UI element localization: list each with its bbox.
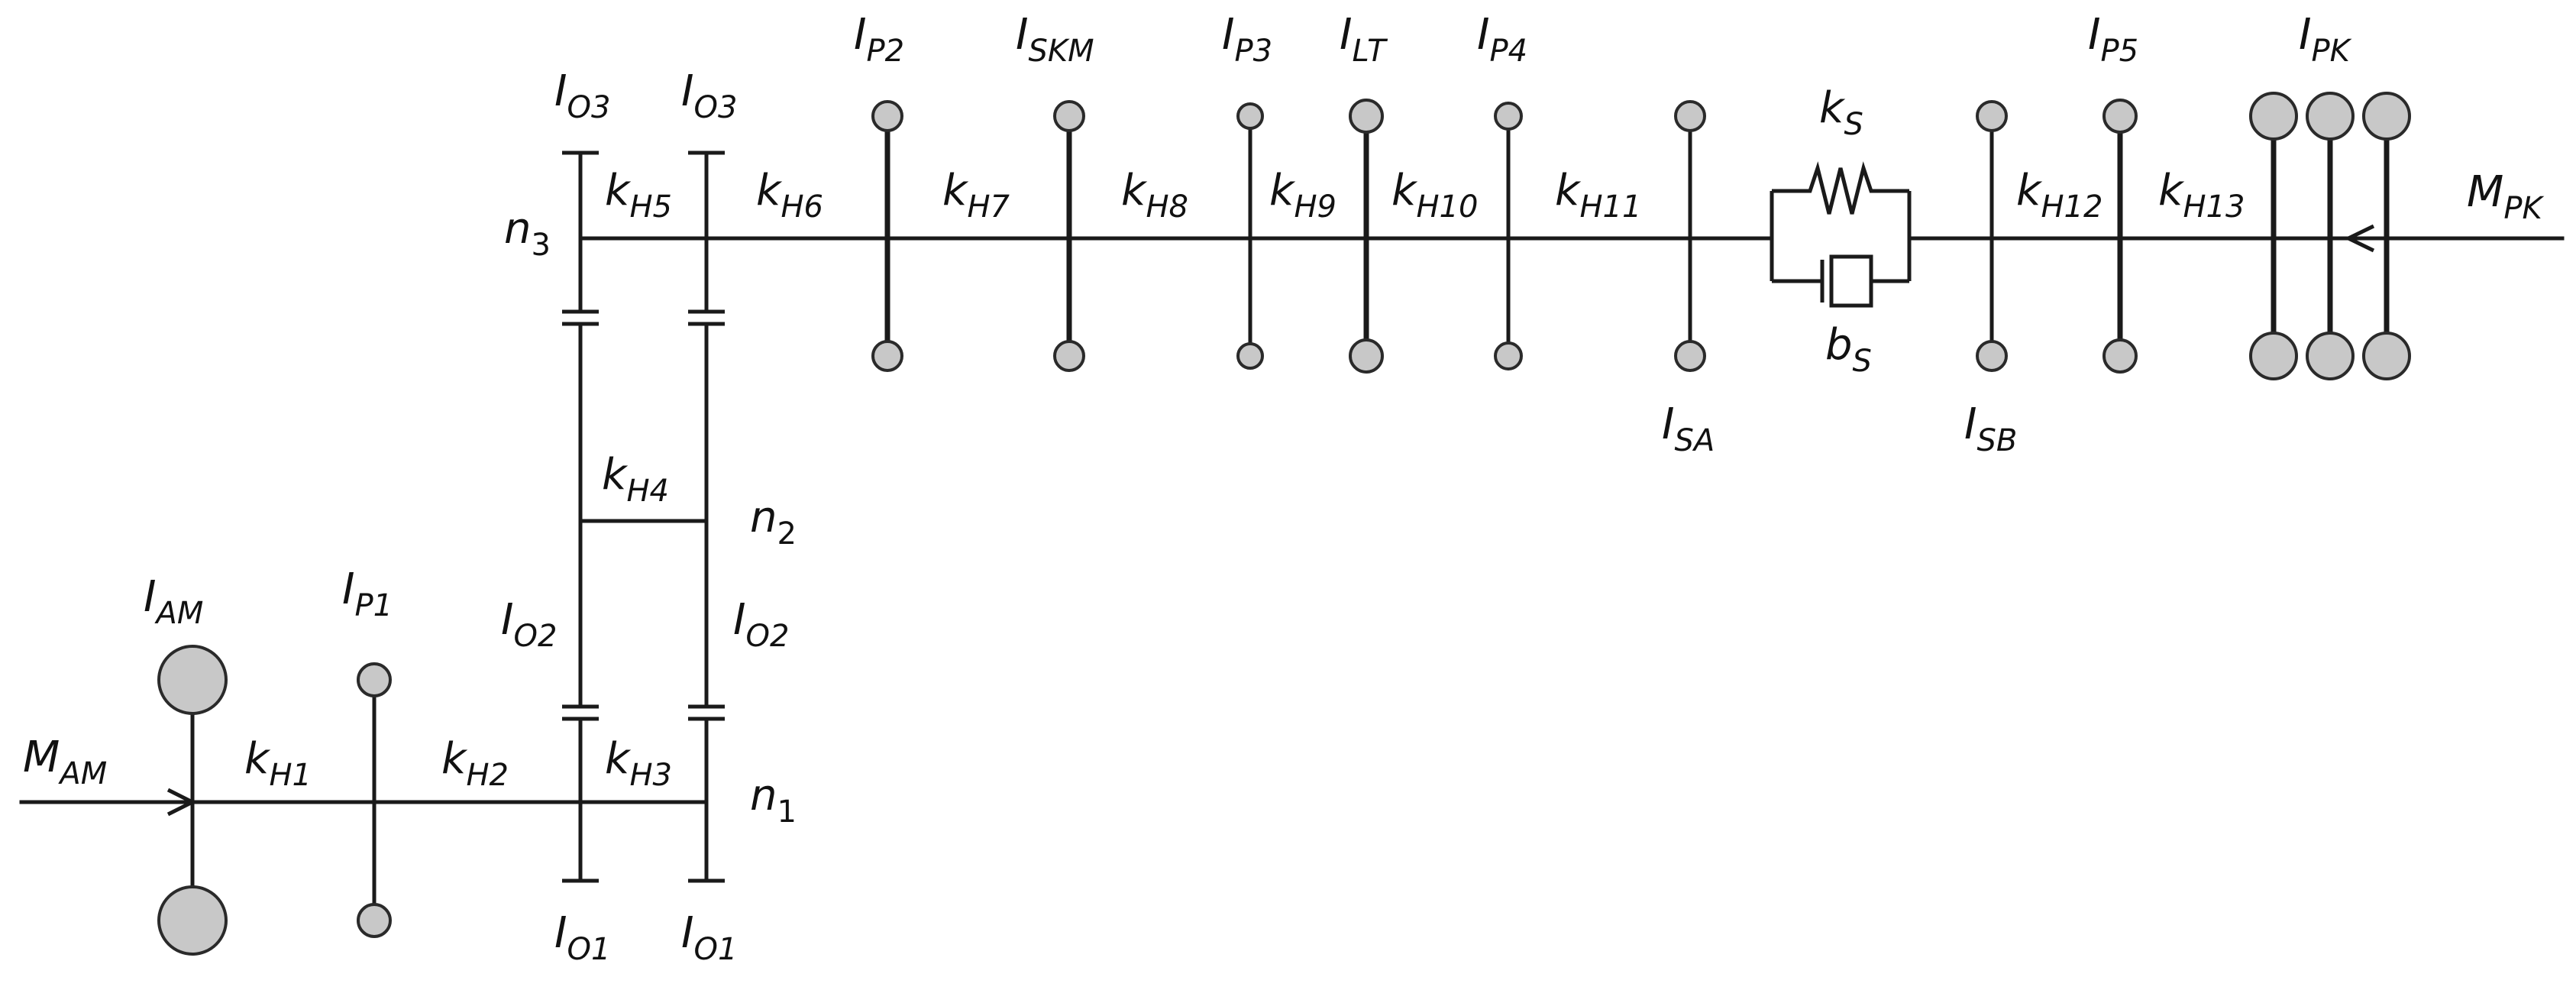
label-k-h13: kH13 bbox=[2158, 166, 2245, 225]
disc-icon bbox=[1674, 100, 1706, 132]
gear-stack-right bbox=[688, 150, 725, 883]
label-i-o3-right: IO3 bbox=[681, 66, 737, 125]
disc-icon bbox=[2362, 332, 2411, 380]
inertia-pk bbox=[2249, 92, 2411, 380]
disc-icon bbox=[2249, 92, 2298, 141]
disc-icon bbox=[157, 645, 228, 715]
disc-icon bbox=[2362, 92, 2411, 141]
disc-icon bbox=[1976, 100, 2008, 132]
shafts bbox=[19, 236, 2565, 804]
disc-icon bbox=[1236, 342, 1264, 370]
label-n3: n3 bbox=[504, 204, 551, 263]
load-torque-arrow bbox=[2344, 224, 2375, 253]
disc-icon bbox=[157, 885, 228, 956]
label-k-h6: kH6 bbox=[756, 166, 823, 225]
disc-icon bbox=[357, 903, 392, 938]
label-i-sa: ISA bbox=[1662, 400, 1715, 458]
disc-icon bbox=[2102, 99, 2138, 134]
inertia-motor bbox=[157, 645, 228, 956]
label-b-s: bS bbox=[1825, 320, 1872, 379]
label-k-h9: kH9 bbox=[1269, 166, 1336, 225]
label-k-h3: kH3 bbox=[605, 734, 672, 793]
spring-damper bbox=[1770, 161, 1912, 308]
label-i-am: IAM bbox=[144, 572, 203, 631]
label-m-pk: MPK bbox=[2467, 167, 2544, 226]
disc-icon bbox=[1349, 99, 1384, 134]
disc-icon bbox=[871, 340, 903, 372]
disc-icon bbox=[1494, 341, 1523, 370]
disc-icon bbox=[1674, 340, 1706, 372]
labels: MAM MPK IAM IP1 IO1 IO1 IO2 IO2 IO3 IO3 … bbox=[23, 10, 2544, 967]
label-i-p3: IP3 bbox=[1222, 10, 1272, 69]
disc-icon bbox=[1976, 340, 2008, 372]
inertia-sa bbox=[1674, 100, 1706, 372]
label-i-o1-left: IO1 bbox=[554, 908, 610, 967]
damper-icon bbox=[1772, 254, 1909, 308]
inertia-p1 bbox=[357, 662, 392, 938]
label-i-o3-left: IO3 bbox=[554, 66, 610, 125]
disc-icon bbox=[357, 662, 392, 697]
label-i-p1: IP1 bbox=[342, 565, 393, 623]
label-k-h8: kH8 bbox=[1121, 166, 1188, 225]
inertia-p5 bbox=[2102, 99, 2138, 374]
label-k-h7: kH7 bbox=[942, 166, 1010, 225]
inertia-lt bbox=[1349, 99, 1384, 374]
label-i-lt: ILT bbox=[1340, 10, 1388, 69]
disc-icon bbox=[2306, 92, 2355, 141]
label-n2: n2 bbox=[750, 493, 797, 552]
label-i-o2-right: IO2 bbox=[733, 595, 789, 654]
label-k-h5: kH5 bbox=[605, 166, 672, 225]
disc-icon bbox=[1349, 338, 1384, 374]
label-i-sb: ISB bbox=[1964, 400, 2017, 458]
disc-icon bbox=[1053, 340, 1085, 372]
label-k-h12: kH12 bbox=[2016, 166, 2102, 225]
label-k-h4: kH4 bbox=[602, 450, 669, 509]
label-i-p4: IP4 bbox=[1477, 10, 1527, 69]
label-i-o2-left: IO2 bbox=[501, 595, 557, 654]
gear-stack-left bbox=[562, 150, 599, 883]
disc-icon bbox=[2249, 332, 2298, 380]
label-i-pk: IPK bbox=[2299, 10, 2352, 69]
label-k-h10: kH10 bbox=[1391, 166, 1478, 225]
inertia-p2 bbox=[871, 100, 903, 372]
label-k-h1: kH1 bbox=[244, 734, 312, 793]
label-k-s: kS bbox=[1819, 83, 1863, 142]
disc-icon bbox=[1053, 100, 1085, 132]
disc-icon bbox=[2102, 338, 2138, 374]
disc-icon bbox=[1236, 102, 1264, 130]
spring-icon bbox=[1772, 161, 1909, 215]
disc-icon bbox=[871, 100, 903, 132]
label-k-h2: kH2 bbox=[441, 734, 509, 793]
inertia-sb bbox=[1976, 100, 2008, 372]
inertia-skm bbox=[1053, 100, 1085, 372]
disc-icon bbox=[1494, 102, 1523, 131]
inertia-p4 bbox=[1494, 102, 1523, 370]
label-m-am: MAM bbox=[23, 733, 107, 791]
label-i-skm: ISKM bbox=[1016, 10, 1094, 69]
label-i-o1-right: IO1 bbox=[681, 908, 737, 967]
disc-icon bbox=[2306, 332, 2355, 380]
label-i-p2: IP2 bbox=[854, 10, 904, 69]
label-i-p5: IP5 bbox=[2088, 10, 2138, 69]
label-n1: n1 bbox=[750, 771, 797, 830]
label-k-h11: kH11 bbox=[1555, 166, 1641, 225]
inertia-p3 bbox=[1236, 102, 1264, 370]
